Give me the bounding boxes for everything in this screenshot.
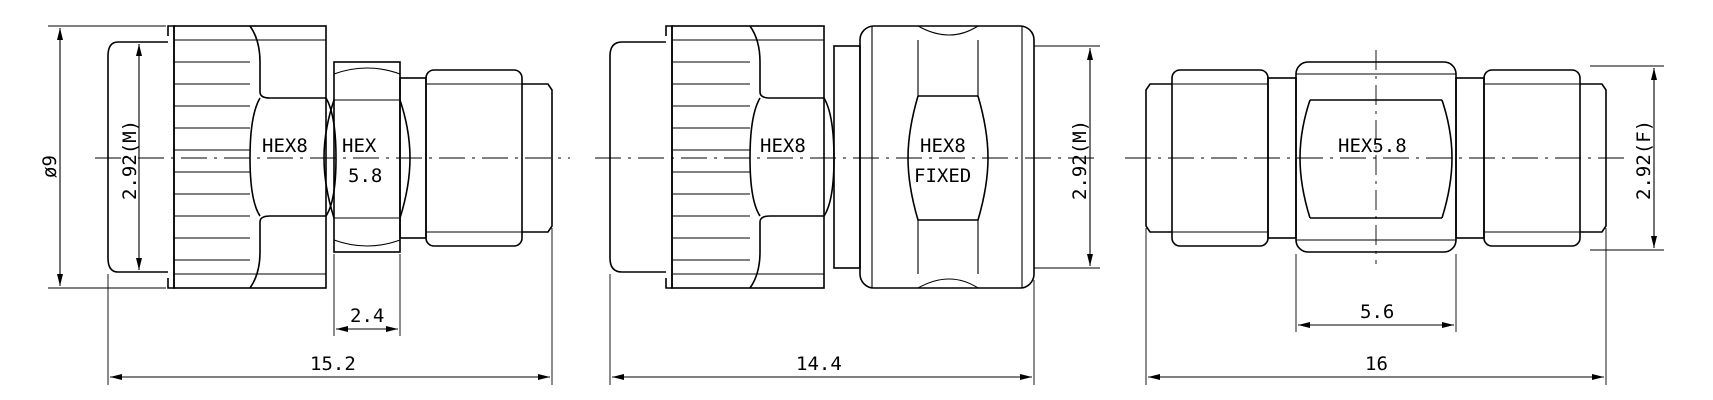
view-2-adapter: HEX8 HEX8 FIXED 2.92(M) 14.4 (595, 25, 1100, 385)
v1-front-body (399, 69, 553, 247)
v1-rear-cap (107, 41, 168, 273)
v3-small-dim-label: 5.6 (1360, 301, 1394, 323)
v2-fixed-hex-body (859, 25, 1035, 289)
v1-hex-b-label-line1: HEX (342, 135, 377, 157)
v3-length-label: 16 (1365, 353, 1388, 375)
v2-thread-label: 2.92(M) (1069, 120, 1091, 200)
v2-hex-b-label-line2: FIXED (914, 165, 971, 187)
v2-hex-b-label-line1: HEX8 (920, 135, 966, 157)
view-3-adapter: HEX5.8 2.92(F) 5.6 16 (1125, 50, 1664, 385)
v1-thread-label: 2.92(M) (119, 120, 141, 200)
v1-length-label: 15.2 (310, 353, 356, 375)
v2-length-label: 14.4 (796, 353, 842, 375)
v2-hex-a-label: HEX8 (760, 135, 806, 157)
v2-coupling-nut (665, 25, 835, 289)
v3-right-body (1455, 69, 1607, 247)
v3-thread-label: 2.92(F) (1633, 120, 1655, 200)
v1-small-dim-label: 2.4 (350, 305, 384, 327)
v1-diameter-label: ø9 (39, 155, 61, 178)
v1-hex-a-label: HEX8 (262, 135, 308, 157)
view-1-adapter: HEX8 HEX 5.8 2.92(M) ø9 2.4 15.2 (39, 25, 570, 385)
v1-hex-b-label-line2: 5.8 (348, 165, 382, 187)
v2-rear-cap (609, 41, 666, 273)
v2-spacer (833, 45, 861, 269)
v3-hex-label: HEX5.8 (1338, 135, 1407, 157)
v1-coupling-nut (167, 25, 337, 289)
v1-hex-5.8-nut (323, 61, 411, 253)
v3-hex-5.8-body (1295, 50, 1457, 264)
